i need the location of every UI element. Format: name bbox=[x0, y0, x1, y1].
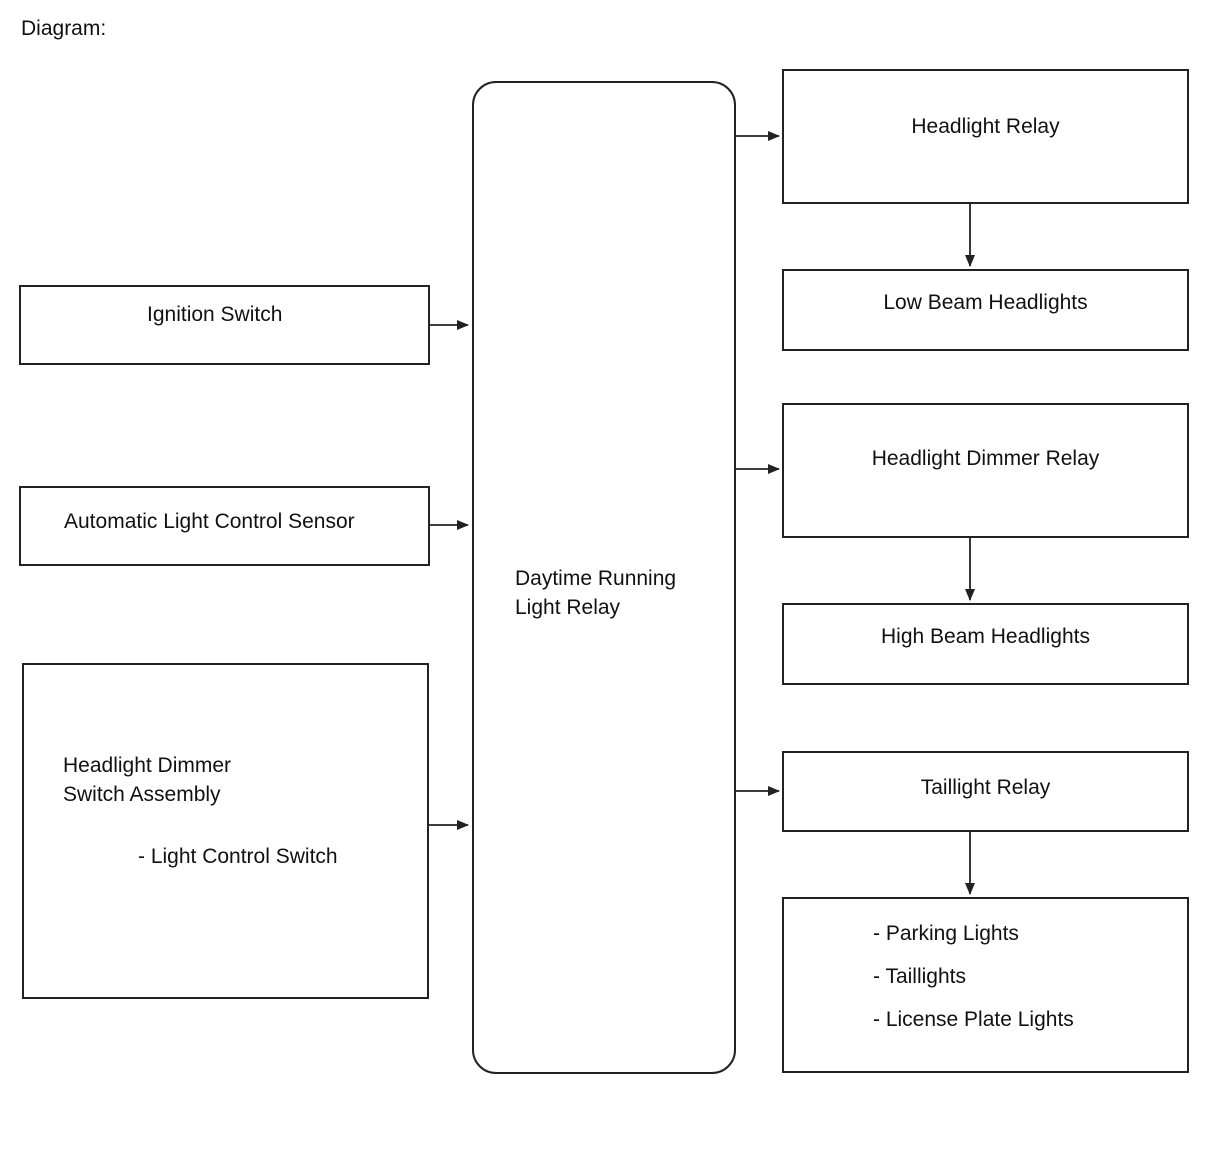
taillights-label: - Taillights bbox=[873, 965, 966, 988]
headlight-dimmer-relay-label: Headlight Dimmer Relay bbox=[871, 447, 1100, 470]
light-control-switch-label: - Light Control Switch bbox=[138, 845, 338, 868]
headlight-dimmer-relay-box: Headlight Dimmer Relay bbox=[782, 403, 1189, 538]
low-beam-headlights-label: Low Beam Headlights bbox=[883, 291, 1088, 314]
parking-lights-label: - Parking Lights bbox=[873, 922, 1019, 945]
headlight-relay-box: Headlight Relay bbox=[782, 69, 1189, 204]
headlight-dimmer-switch-assembly-box: Headlight Dimmer Switch Assembly - Light… bbox=[22, 663, 429, 999]
taillight-relay-label: Taillight Relay bbox=[920, 776, 1051, 799]
headlight-dimmer-switch-assembly-title-line2: Switch Assembly bbox=[63, 783, 221, 806]
lamp-group-box: - Parking Lights - Taillights - License … bbox=[782, 897, 1189, 1073]
high-beam-headlights-box: High Beam Headlights bbox=[782, 603, 1189, 685]
license-plate-lights-label: - License Plate Lights bbox=[873, 1008, 1074, 1031]
ignition-switch-box: Ignition Switch bbox=[19, 285, 430, 365]
ignition-switch-label: Ignition Switch bbox=[147, 303, 283, 326]
headlight-dimmer-switch-assembly-title-line1: Headlight Dimmer bbox=[63, 754, 232, 777]
daytime-running-light-relay-box: Daytime Running Light Relay bbox=[472, 81, 736, 1074]
daytime-running-light-relay-line2: Light Relay bbox=[515, 596, 621, 619]
automatic-light-control-sensor-label: Automatic Light Control Sensor bbox=[64, 510, 355, 533]
diagram-heading: Diagram: bbox=[21, 17, 107, 40]
taillight-relay-box: Taillight Relay bbox=[782, 751, 1189, 832]
headlight-relay-label: Headlight Relay bbox=[911, 115, 1060, 138]
daytime-running-light-relay-line1: Daytime Running bbox=[515, 567, 677, 590]
low-beam-headlights-box: Low Beam Headlights bbox=[782, 269, 1189, 351]
automatic-light-control-sensor-box: Automatic Light Control Sensor bbox=[19, 486, 430, 566]
high-beam-headlights-label: High Beam Headlights bbox=[881, 625, 1090, 648]
